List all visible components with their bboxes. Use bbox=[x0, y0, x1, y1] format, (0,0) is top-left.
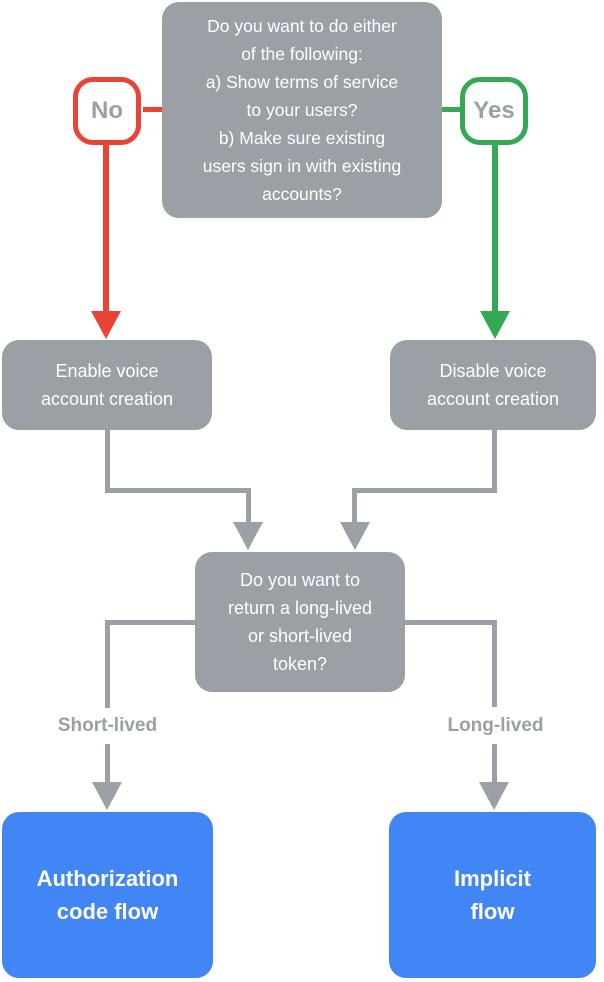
long-lived-label: Long-lived bbox=[411, 707, 580, 744]
long-lived-horizontal-line bbox=[405, 620, 497, 625]
disable-merge-horizontal-line bbox=[352, 488, 497, 493]
enable-merge-horizontal-line bbox=[105, 488, 251, 493]
long-lived-vertical-line bbox=[492, 620, 497, 784]
authorization-code-flow-box: Authorization code flow bbox=[2, 812, 213, 978]
enable-out-vertical-line bbox=[105, 430, 110, 490]
enable-voice-account-creation-box: Enable voice account creation bbox=[2, 340, 212, 430]
no-branch-horizontal-line bbox=[143, 107, 162, 112]
decision-box-terms-of-service: Do you want to do either of the followin… bbox=[162, 2, 442, 218]
no-branch-arrow-icon bbox=[91, 311, 121, 339]
long-lived-arrow-icon bbox=[479, 782, 509, 810]
enable-merge-vertical-line bbox=[246, 488, 251, 524]
no-badge: No bbox=[73, 77, 141, 145]
decision-box-token-lifetime: Do you want to return a long-lived or sh… bbox=[195, 552, 405, 692]
yes-branch-arrow-icon bbox=[480, 311, 510, 339]
short-lived-vertical-line bbox=[105, 620, 110, 784]
yes-branch-horizontal-line bbox=[442, 107, 460, 112]
yes-badge: Yes bbox=[460, 77, 528, 145]
disable-merge-arrow-icon bbox=[340, 522, 370, 550]
enable-merge-arrow-icon bbox=[233, 522, 263, 550]
no-branch-vertical-line bbox=[103, 145, 109, 312]
disable-voice-account-creation-box: Disable voice account creation bbox=[390, 340, 596, 430]
yes-branch-vertical-line bbox=[492, 145, 498, 312]
short-lived-arrow-icon bbox=[92, 782, 122, 810]
disable-out-vertical-line bbox=[492, 430, 497, 490]
short-lived-label: Short-lived bbox=[23, 708, 192, 744]
implicit-flow-box: Implicit flow bbox=[389, 812, 596, 978]
short-lived-horizontal-line bbox=[105, 620, 195, 625]
disable-merge-vertical-line bbox=[352, 488, 357, 524]
